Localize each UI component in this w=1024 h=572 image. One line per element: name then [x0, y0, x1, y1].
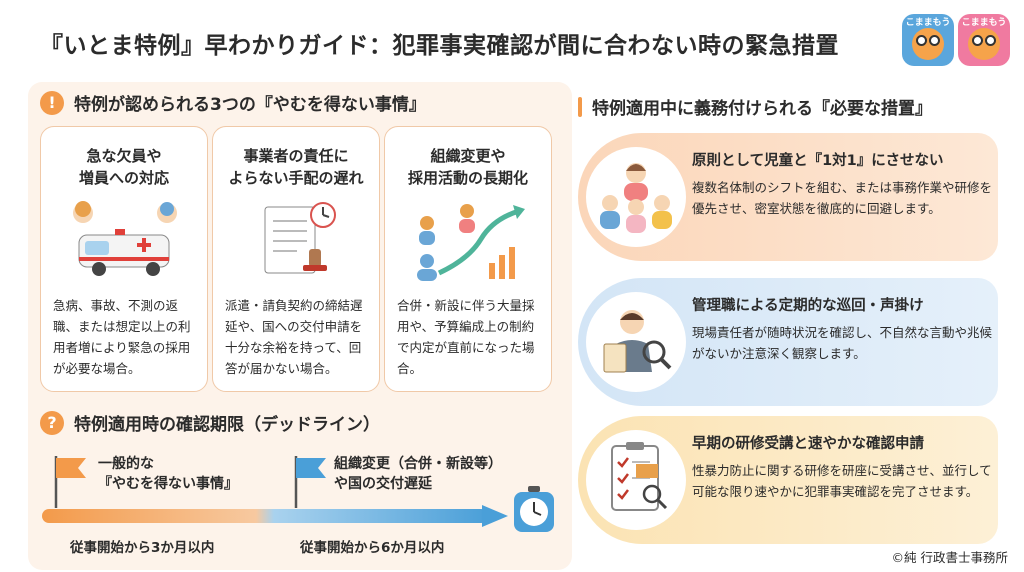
stopwatch-icon [514, 486, 554, 532]
measure-card-2: 管理職による定期的な巡回・声掛け 現場責任者が随時状況を確認し、不自然な言動や兆… [578, 278, 998, 406]
measure-illustration [586, 430, 686, 530]
card-title: 事業者の責任に よらない手配の遅れ [228, 147, 364, 187]
measure-title: 早期の研修受講と速やかな確認申請 [692, 436, 924, 452]
copyright: ©純 行政書士事務所 [891, 550, 1008, 565]
reasons-heading: ! 特例が認められる3つの『やむを得ない事情』 [40, 90, 426, 115]
owl-logo-pink: こままもう [958, 14, 1010, 66]
manager-magnifier-icon [603, 310, 672, 373]
card-title: 急な欠員や 増員への対応 [78, 147, 169, 187]
deadline-heading-text: 特例適用時の確認期限（デッドライン） [74, 415, 380, 435]
measures-heading-text: 特例適用中に義務付けられる『必要な措置』 [592, 99, 932, 119]
orange-flag-icon [54, 456, 86, 508]
measure-body: 性暴力防止に関する研修を研座に受講させ、並行して可能な限り速やかに犯罪事実確認を… [692, 463, 992, 499]
page-title: 『いとま特例』早わかりガイド：犯罪事実確認が間に合わない時の緊急措置 [40, 33, 839, 59]
flag2-label: 組織変更（合併・新設等） や国の交付遅延 [334, 456, 502, 492]
checklist-icon [611, 442, 668, 511]
measure-illustration [586, 292, 686, 392]
measures-heading: 特例適用中に義務付けられる『必要な措置』 [578, 94, 932, 119]
deadline-timeline [42, 505, 508, 527]
owl-icon [912, 28, 944, 60]
owl-icon [968, 28, 1000, 60]
logo-text: こままもう [905, 18, 951, 28]
contract-clock-icon [264, 202, 336, 274]
measure-body: 複数名体制のシフトを組む、または事務作業や研修を優先させ、密室状態を徹底的に回避… [692, 180, 993, 216]
question-icon: ? [40, 410, 64, 435]
measure-illustration [586, 147, 686, 247]
deadline-heading: ? 特例適用時の確認期限（デッドライン） [40, 410, 380, 435]
exclamation-icon: ! [40, 90, 64, 115]
accent-bar-icon [578, 96, 582, 117]
card-title: 組織変更や 採用活動の長期化 [407, 147, 528, 187]
card-body: 合併・新設に伴う大量採用や、予算編成上の制約で内定が直前になった場合。 [397, 298, 535, 376]
reason-card-3: 組織変更や 採用活動の長期化 合併・新設に伴う大量採用や、予算編成上の制約で内定… [384, 126, 552, 392]
reasons-heading-text: 特例が認められる3つの『やむを得ない事情』 [74, 95, 426, 115]
blue-flag-icon [294, 456, 326, 508]
deadline-6-months: 従事開始から6か月以内 [300, 540, 445, 556]
logo-text: こままもう [961, 18, 1007, 28]
card-body: 派遣・請負契約の締結遅延や、国への交付申請を十分な余裕を持って、回答が届かない場… [225, 298, 363, 376]
deadline-3-months: 従事開始から3か月以内 [70, 540, 215, 556]
card-body: 急病、事故、不測の返職、または想定以上の利用者増により緊急の採用が必要な場合。 [53, 298, 191, 376]
reason-card-2: 事業者の責任に よらない手配の遅れ 派遣・請負契約の締結遅延や、国への交付申請を… [212, 126, 380, 392]
owl-logo-blue: こままもう [902, 14, 954, 66]
measure-card-1: 原則として児童と『1対1』にさせない 複数名体制のシフトを組む、または事務作業や… [578, 133, 998, 261]
ambulance-icon [73, 201, 177, 276]
growth-chart-icon [417, 204, 525, 281]
measure-title: 原則として児童と『1対1』にさせない [692, 153, 944, 169]
measure-title: 管理職による定期的な巡回・声掛け [692, 298, 924, 314]
measure-body: 現場責任者が随時状況を確認し、不自然な言動や兆候がないか注意深く観察します。 [692, 325, 993, 361]
measure-card-3: 早期の研修受講と速やかな確認申請 性暴力防止に関する研修を研座に受講させ、並行し… [578, 416, 998, 544]
reason-card-1: 急な欠員や 増員への対応 急病、事故、不測の返職、または想定以上の利用者増により… [40, 126, 208, 392]
children-group-icon [600, 163, 672, 233]
flag1-label: 一般的な 『やむを得ない事情』 [98, 456, 238, 492]
